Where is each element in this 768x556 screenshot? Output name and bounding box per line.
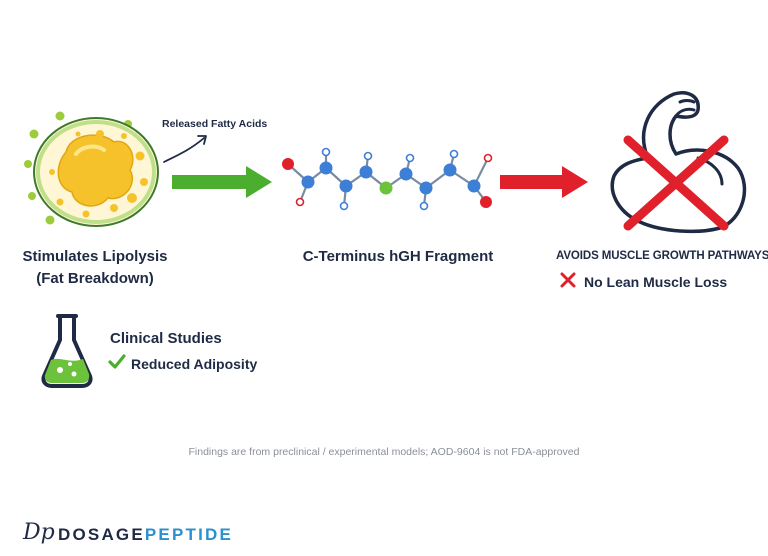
red-arrow-icon	[500, 166, 588, 198]
brand-name-part2: PEPTIDE	[144, 525, 234, 544]
check-icon	[108, 354, 126, 369]
lipolysis-label-line1: Stimulates Lipolysis	[22, 248, 168, 265]
brand-logo-text: Dp	[22, 520, 55, 545]
brand-name: DOSAGEPEPTIDE	[58, 525, 233, 545]
lipolysis-label-line2: (Fat Breakdown)	[36, 270, 154, 287]
disclaimer-text: Findings are from preclinical / experime…	[188, 446, 580, 458]
fragment-label: C-Terminus hGH Fragment	[302, 248, 494, 265]
cross-icon	[560, 272, 576, 288]
molecule-icon	[282, 147, 493, 211]
brand-logo-icon: Dp	[22, 520, 55, 545]
clinical-studies-title: Clinical Studies	[110, 330, 222, 347]
muscle-note: No Lean Muscle Loss	[584, 274, 728, 290]
released-arrow-icon	[163, 135, 207, 163]
released-fatty-acids-label: Released Fatty Acids	[162, 118, 268, 130]
flexed-arm-icon	[610, 91, 747, 234]
fat-cell-icon	[24, 111, 159, 227]
clinical-studies-note: Reduced Adiposity	[131, 356, 258, 372]
lipolysis-label: Stimulates Lipolysis (Fat Breakdown)	[10, 246, 180, 290]
muscle-heading: AVOIDS MUSCLE GROWTH PATHWAYS	[556, 250, 768, 262]
brand-name-part1: DOSAGE	[58, 525, 145, 544]
green-arrow-icon	[172, 166, 272, 198]
flask-icon	[41, 314, 93, 388]
